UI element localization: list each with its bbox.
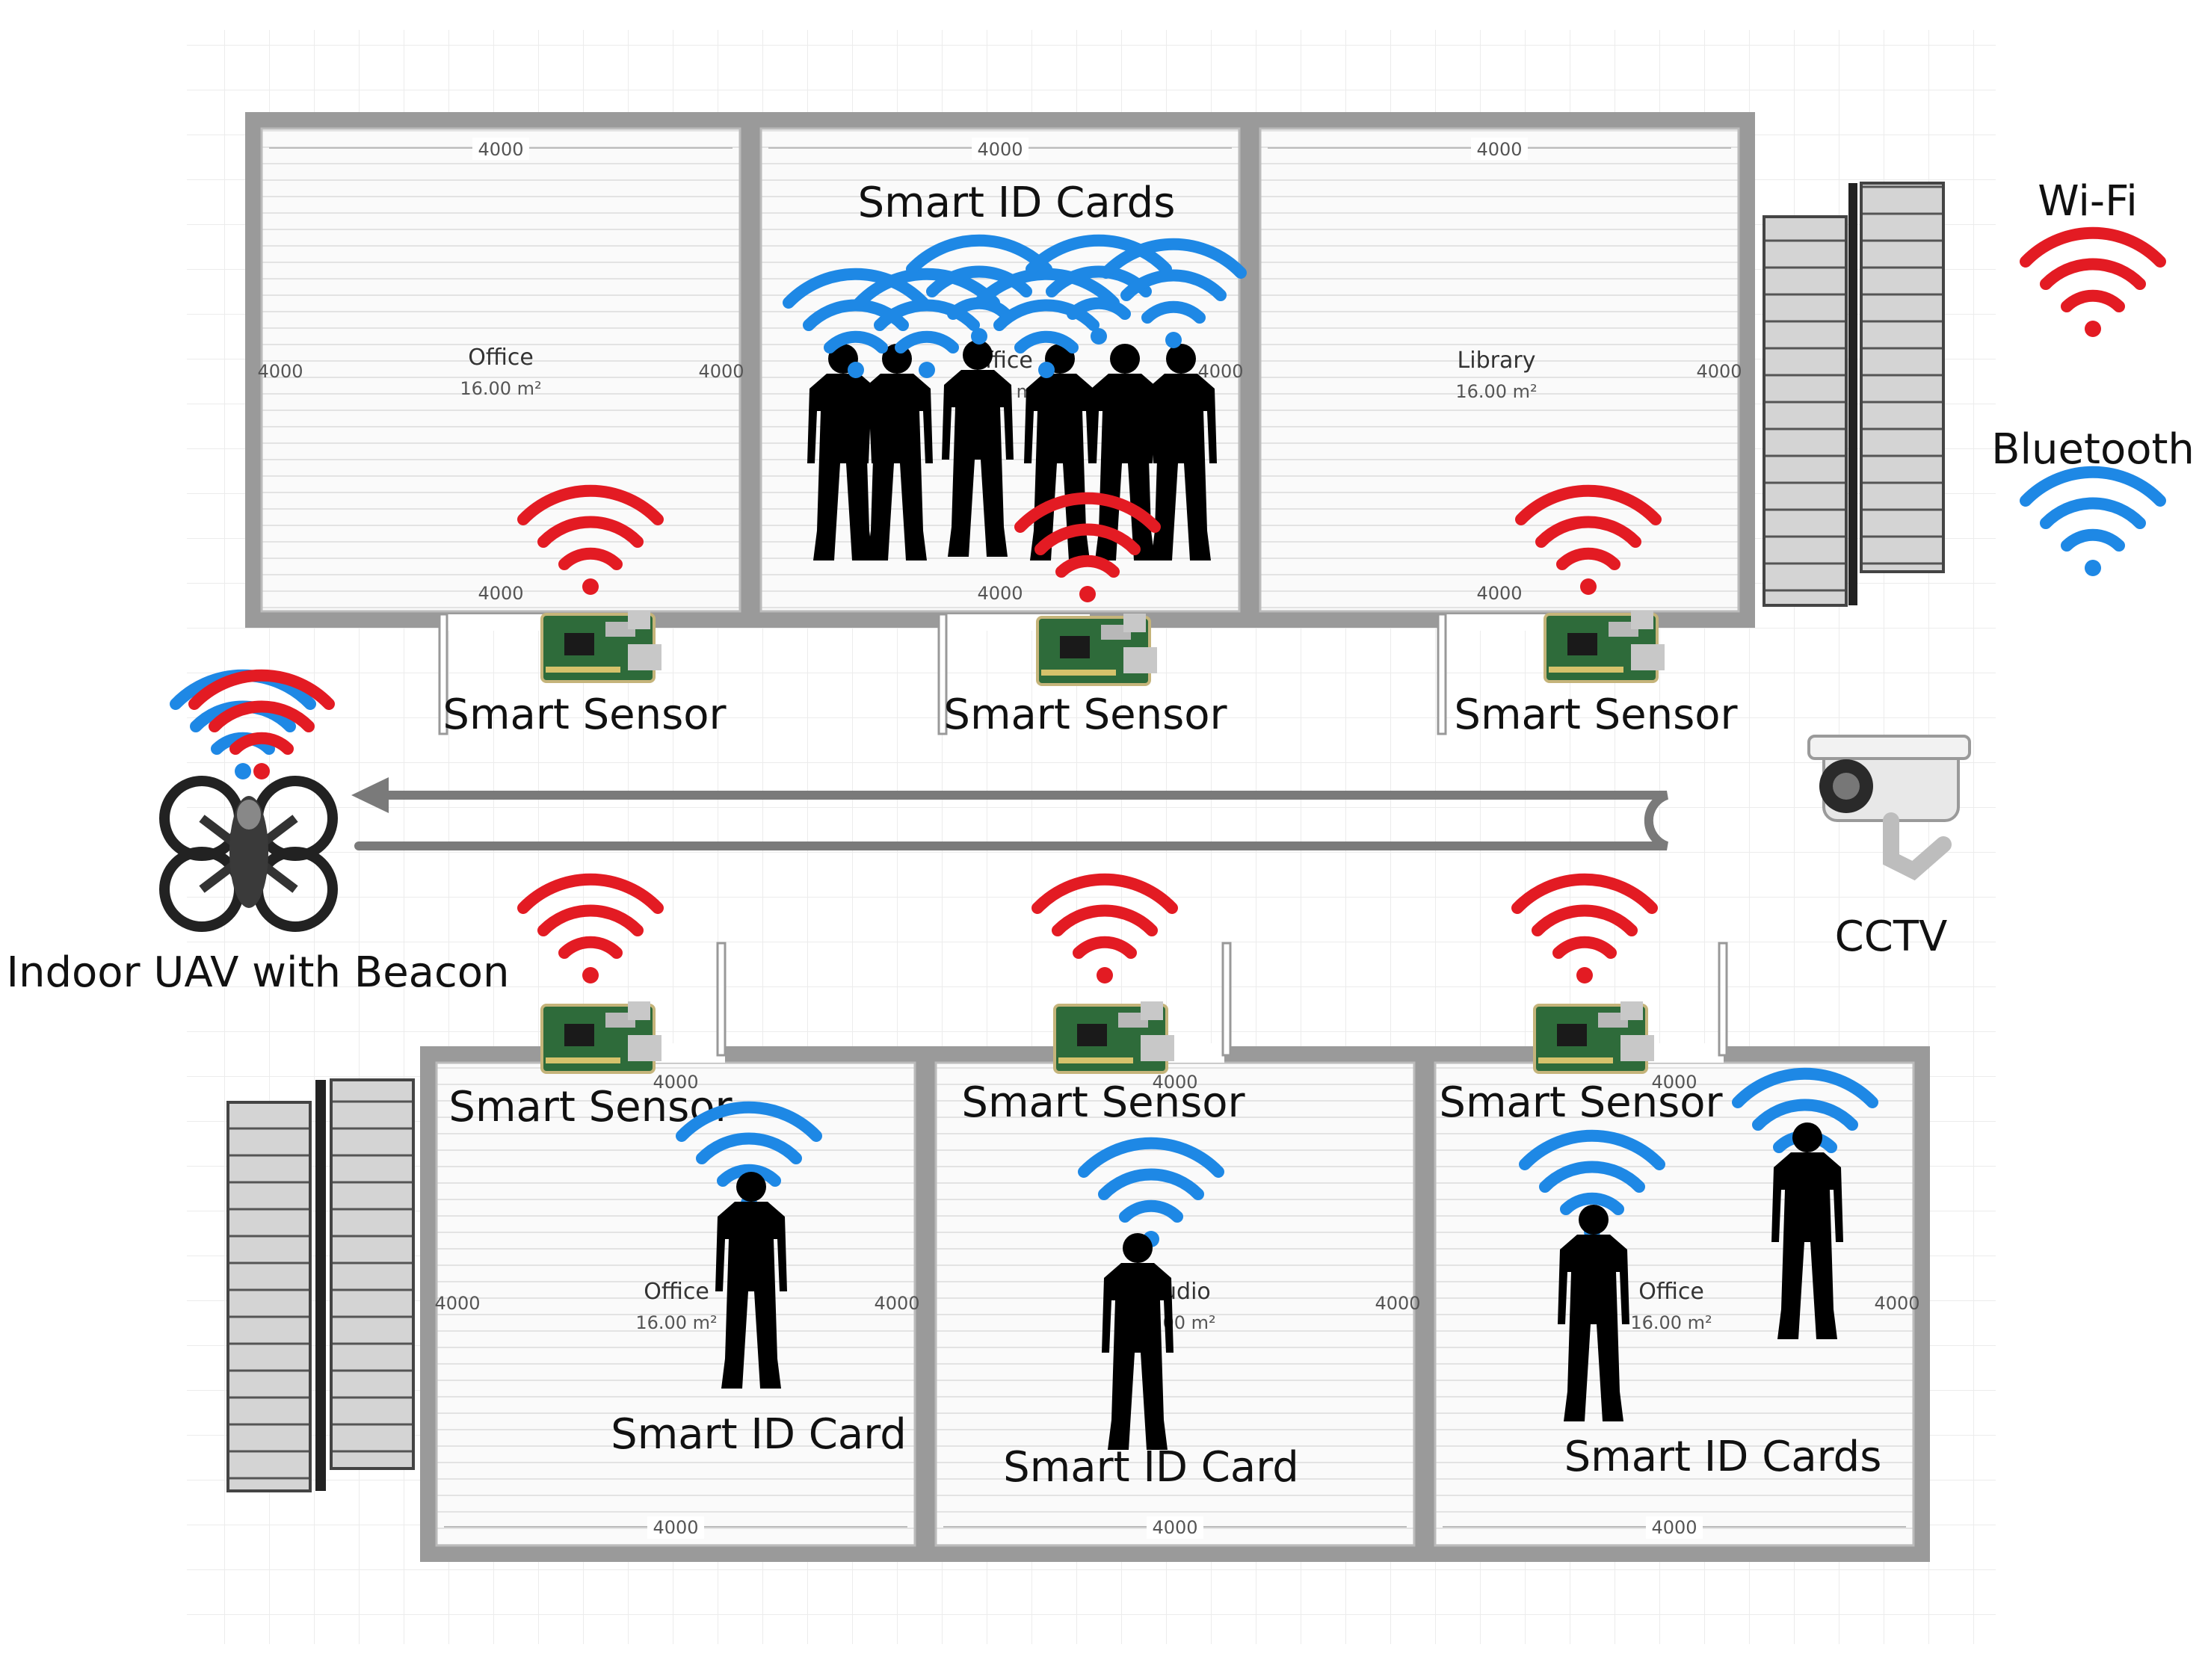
dim-label: 4000	[874, 1293, 919, 1314]
smart-sensor-label: Smart Sensor	[448, 1083, 733, 1131]
legend-wifi-label: Wi-Fi	[2038, 177, 2138, 226]
bottom-sensors: Smart Sensor Smart Sensor Smart Sensor	[448, 880, 1724, 1131]
sensor-board-icon	[1053, 1000, 1176, 1074]
sensor-board-icon	[540, 609, 663, 683]
room-bottom-1	[435, 1061, 916, 1547]
sensor-board-icon	[1544, 609, 1666, 683]
uav-label: Indoor UAV with Beacon	[6, 948, 509, 997]
room-top-3	[1259, 127, 1740, 613]
legend: Wi-Fi Bluetooth	[1991, 177, 2195, 576]
sensor-board-icon	[540, 1000, 663, 1074]
sensor-board-icon	[1533, 1000, 1656, 1074]
top-building	[245, 112, 1945, 735]
wifi-icon	[2026, 233, 2160, 337]
bottom-building	[226, 942, 1930, 1562]
dim-label: 4000	[478, 583, 523, 604]
bottom-dimensions: 4000 4000 4000 4000 4000 4000 4000 4000 …	[434, 1072, 1920, 1539]
dim-label: 4000	[434, 1293, 480, 1314]
drone-icon	[159, 776, 338, 932]
dim-label: 4000	[1197, 361, 1243, 382]
cctv-label: CCTV	[1835, 912, 1948, 961]
smart-id-cards-bottom-label: Smart ID Cards	[1564, 1433, 1882, 1481]
legend-bluetooth-label: Bluetooth	[1991, 425, 2195, 474]
smart-sensor-label: Smart Sensor	[1439, 1078, 1723, 1127]
smart-sensor-label: Smart Sensor	[943, 691, 1227, 739]
cctv-camera-icon	[1807, 735, 1971, 881]
room-area: 16.00 m²	[460, 378, 541, 399]
dim-label: 4000	[1874, 1293, 1919, 1314]
room-name: Library	[1458, 348, 1536, 374]
sensor-board-icon	[1036, 612, 1159, 686]
smart-sensor-label: Smart Sensor	[1454, 691, 1738, 739]
dim-label: 4000	[1476, 139, 1522, 160]
uav-route	[351, 777, 1669, 850]
smart-id-card-label: Smart ID Card	[611, 1410, 907, 1459]
dim-label: 4000	[1696, 361, 1742, 382]
staircase-icon	[1763, 215, 1848, 607]
dim-label: 4000	[1152, 1072, 1197, 1093]
dim-label: 4000	[977, 583, 1023, 604]
room-top-1	[260, 127, 741, 613]
top-sensors: Smart Sensor Smart Sensor Smart Sensor	[442, 491, 1739, 739]
dim-label: 4000	[1152, 1517, 1197, 1538]
dim-label: 4000	[1651, 1072, 1697, 1093]
dim-label: 4000	[1651, 1517, 1697, 1538]
room-name: Office	[1638, 1279, 1704, 1305]
room-area: 16.00 m²	[1455, 381, 1537, 402]
bottom-people: Smart ID Card Smart ID Card Smart ID Car…	[611, 1074, 1881, 1492]
smart-sensor-label: Smart Sensor	[442, 691, 727, 739]
dim-label: 4000	[653, 1517, 698, 1538]
dim-label: 4000	[478, 139, 523, 160]
room-area: 16.00 m²	[635, 1312, 717, 1333]
smart-id-cards-top-label: Smart ID Cards	[858, 179, 1176, 227]
smart-id-card-label: Smart ID Card	[1003, 1443, 1299, 1492]
top-dimensions: 4000 4000 4000 4000 4000 4000 4000 4000 …	[257, 138, 1742, 604]
bluetooth-icon	[2026, 472, 2160, 576]
room-area: 16.00 m²	[1630, 1312, 1712, 1333]
room-name: Office	[468, 345, 534, 371]
dim-label: 4000	[1476, 583, 1522, 604]
dim-label: 4000	[1375, 1293, 1420, 1314]
dim-label: 4000	[653, 1072, 698, 1093]
dim-label: 4000	[698, 361, 744, 382]
dim-label: 4000	[257, 361, 303, 382]
smart-sensor-label: Smart Sensor	[961, 1078, 1245, 1127]
dim-label: 4000	[977, 139, 1023, 160]
room-name: Office	[644, 1279, 709, 1305]
staircase-icon	[226, 1101, 312, 1492]
